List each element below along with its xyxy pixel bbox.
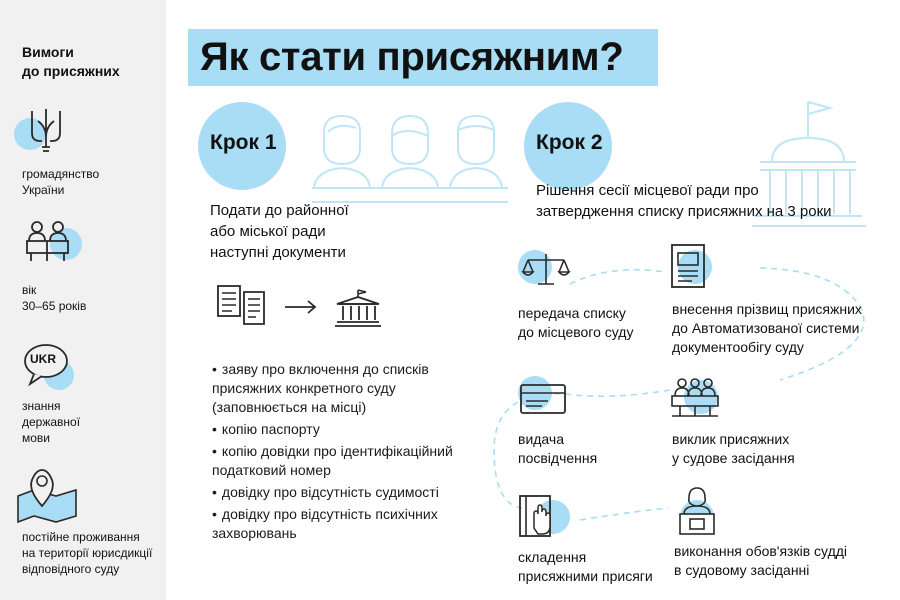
step1-intro: Подати до районної або міської ради наст… (210, 202, 349, 261)
court-building-icon (335, 289, 381, 327)
language-badge: UKR (30, 352, 56, 366)
process-step-label: видача посвідчення (518, 431, 598, 466)
requirement-residence: постійне проживання на території юрисдик… (22, 530, 153, 576)
document-register-icon-bg (678, 250, 712, 284)
step2-intro: Рішення сесії місцевої ради про затвердж… (536, 182, 832, 220)
jury-box-icon-bg (684, 380, 718, 414)
requirement-language: знання державної мови (22, 399, 81, 445)
document-register-icon (671, 244, 705, 288)
document-item: заяву про включення до списків присяжних… (212, 360, 462, 417)
map-pin-icon (17, 469, 77, 524)
step2-circle (524, 102, 612, 190)
title-highlight (188, 29, 658, 86)
documents-icon (217, 285, 265, 325)
requirement-citizenship: громадянство України (22, 167, 100, 197)
step1-circle (198, 102, 286, 190)
requirement-age: вік 30–65 років (22, 283, 87, 313)
document-item: копію довідки про ідентифікаційний подат… (212, 442, 462, 480)
speech-bubble-icon (24, 344, 68, 387)
process-connector (493, 267, 865, 521)
document-item: довідку про відсутність психічних захвор… (212, 505, 462, 543)
jury-people-decor-icon (312, 114, 508, 203)
step2-label: Крок 2 (536, 131, 603, 154)
arrow-right-icon (285, 300, 317, 314)
id-card-icon (520, 384, 566, 414)
document-item: копію паспорту (212, 420, 462, 439)
trident-icon (31, 109, 61, 152)
process-step-label: внесення прізвищ присяжних до Автоматизо… (672, 301, 862, 355)
sidebar-title: Вимоги до присяжних (22, 44, 120, 79)
oath-book-icon (519, 495, 551, 537)
documents-list: заяву про включення до списків присяжних… (212, 360, 462, 546)
council-building-decor-icon (752, 101, 866, 227)
process-step-label: виконання обов'язків судді в судовому за… (674, 543, 848, 578)
process-step-label: передача списку до місцевого суду (518, 305, 634, 340)
scales-icon (521, 254, 571, 285)
judge-icon (679, 487, 715, 535)
process-step-label: складення присяжними присяги (518, 549, 653, 584)
page-title: Як стати присяжним? (200, 35, 624, 79)
people-icon (26, 221, 69, 261)
process-step-label: виклик присяжних у судове засідання (672, 431, 795, 466)
jury-box-icon (671, 378, 719, 417)
step1-label: Крок 1 (210, 131, 277, 154)
document-item: довідку про відсутність судимості (212, 483, 462, 502)
